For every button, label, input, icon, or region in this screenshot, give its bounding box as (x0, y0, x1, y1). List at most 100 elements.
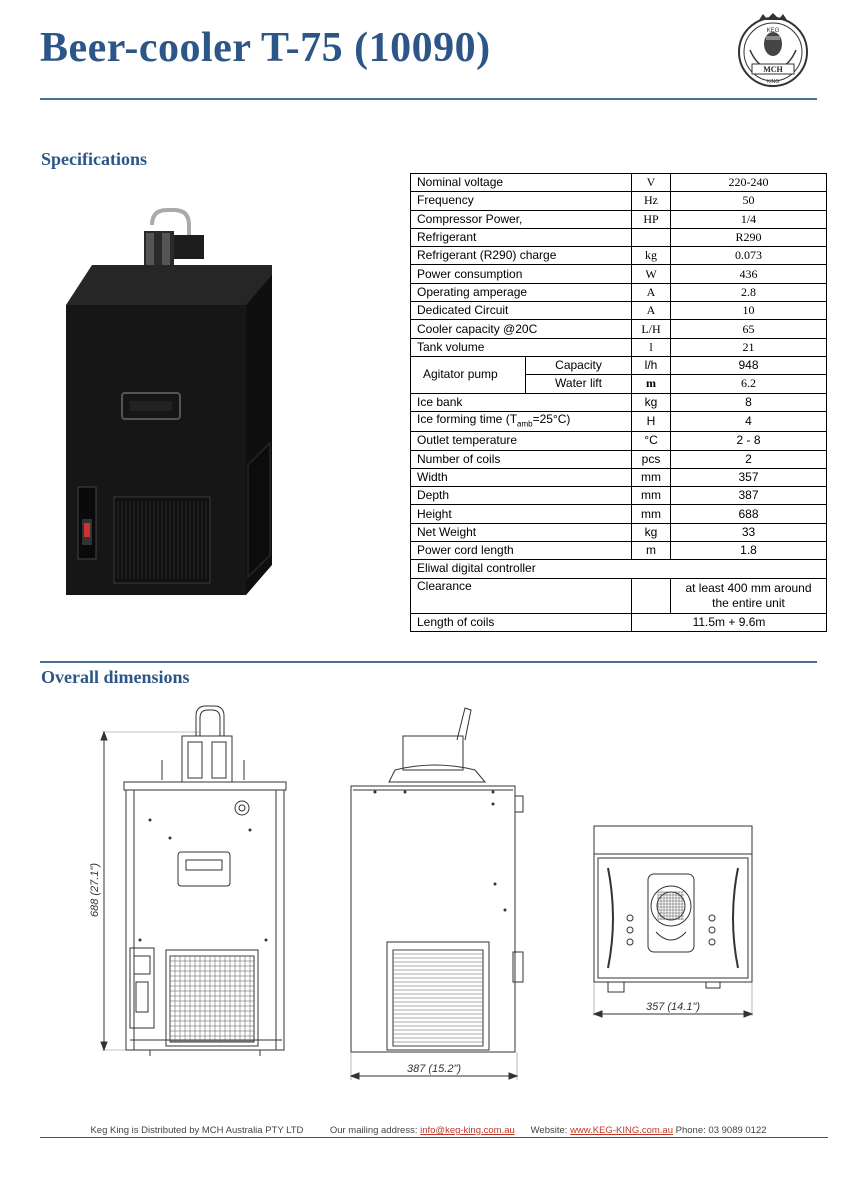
agitator-lift-value: 6.2 (670, 374, 827, 394)
spec-unit: °C (631, 431, 671, 451)
controller-row: Eliwal digital controller (410, 559, 827, 579)
logo-top-text: KEG (767, 28, 780, 34)
spec-unit: pcs (631, 449, 671, 469)
spec-value: 0.073 (670, 246, 827, 266)
spec-param: Width (410, 467, 632, 488)
spec-value: 4 (670, 410, 827, 433)
spec-unit: H (631, 410, 671, 433)
spec-value: 357 (670, 467, 827, 488)
footer-mailing-label: Our mailing address: (329, 1125, 418, 1136)
spec-unit: l (631, 337, 671, 357)
spec-param: Dedicated Circuit (410, 301, 632, 321)
side-view-drawing: 387 (15.2") (349, 707, 524, 1080)
spec-value: 2 (670, 449, 827, 469)
footer-website-label: Website: (530, 1125, 568, 1136)
spec-value: 10 (670, 301, 827, 321)
spec-unit: HP (631, 209, 671, 229)
spec-param: Cooler capacity @20C (410, 319, 632, 339)
spec-unit: Hz (631, 191, 671, 211)
top-view-drawing: 357 (14.1") (592, 825, 754, 1018)
spec-param: Height (410, 504, 632, 524)
footer-email-link[interactable]: info@keg-king.com.au (420, 1125, 515, 1136)
spec-param: Outlet temperature (410, 431, 632, 451)
spec-unit (631, 227, 671, 248)
spec-param: Operating amperage (410, 282, 632, 303)
agitator-label: Agitator pump (410, 355, 526, 394)
spec-param: Power consumption (410, 264, 632, 284)
controller-text: Eliwal digital controller (410, 559, 827, 579)
depth-dimension-label: 387 (15.2") (407, 1063, 461, 1075)
spec-unit: mm (631, 486, 671, 506)
clearance-line: the entire unit (712, 595, 785, 610)
dimensions-divider (40, 661, 817, 663)
spec-unit: kg (631, 246, 671, 266)
footer: Keg King is Distributed by MCH Australia… (40, 1125, 817, 1136)
coils-param: Length of coils (410, 612, 632, 632)
agitator-capacity-value: 948 (670, 355, 827, 376)
spec-value: 1.8 (670, 541, 827, 561)
footer-phone-label: Phone: (675, 1125, 706, 1136)
spec-value: 436 (670, 264, 827, 284)
spec-value: 33 (670, 522, 827, 543)
width-dimension-label: 357 (14.1") (646, 1001, 700, 1013)
footer-distributor: Keg King is Distributed by MCH Australia… (90, 1125, 304, 1136)
spec-value: 2.8 (670, 282, 827, 303)
spec-param: Ice bank (410, 392, 632, 412)
footer-phone: 03 9089 0122 (708, 1125, 767, 1136)
front-view-drawing: 688 (27.1") (90, 705, 287, 1056)
spec-value: 688 (670, 504, 827, 524)
clearance-unit (631, 577, 671, 614)
spec-param: Number of coils (410, 449, 632, 469)
spec-value: 65 (670, 319, 827, 339)
spec-param: Refrigerant (R290) charge (410, 246, 632, 266)
spec-param-text: Ice forming time (T (417, 411, 518, 426)
spec-unit: mm (631, 467, 671, 488)
spec-param: Power cord length (410, 541, 632, 561)
spec-param: Compressor Power, (410, 209, 632, 229)
agitator-capacity-label: Capacity (525, 355, 632, 376)
spec-unit: W (631, 264, 671, 284)
spec-unit: kg (631, 522, 671, 543)
specifications-heading: Specifications (41, 149, 147, 169)
agitator-lift-unit: m (631, 374, 671, 394)
logo-bottom-text: KING (767, 79, 779, 85)
agitator-capacity-unit: l/h (631, 355, 671, 376)
spec-param-text: =25°C) (532, 411, 571, 426)
spec-unit: A (631, 301, 671, 321)
agitator-lift-label: Water lift (525, 374, 632, 394)
spec-value: 50 (670, 191, 827, 211)
spec-unit: V (631, 172, 671, 193)
spec-value: 2 - 8 (670, 431, 827, 451)
page-title: Beer-cooler T-75 (10090) (40, 25, 491, 71)
clearance-param: Clearance (410, 577, 632, 614)
spec-param: Ice forming time (Tamb=25°C) (410, 410, 632, 433)
spec-param: Depth (410, 486, 632, 506)
spec-value: 8 (670, 392, 827, 412)
spec-unit: m (631, 541, 671, 561)
spec-param: Net Weight (410, 522, 632, 543)
header-divider (40, 98, 817, 100)
footer-website-link[interactable]: www.KEG-KING.com.au (570, 1125, 674, 1136)
spec-unit: kg (631, 392, 671, 412)
spec-unit: A (631, 282, 671, 303)
spec-value: 1/4 (670, 209, 827, 229)
dimensions-heading: Overall dimensions (41, 667, 190, 687)
